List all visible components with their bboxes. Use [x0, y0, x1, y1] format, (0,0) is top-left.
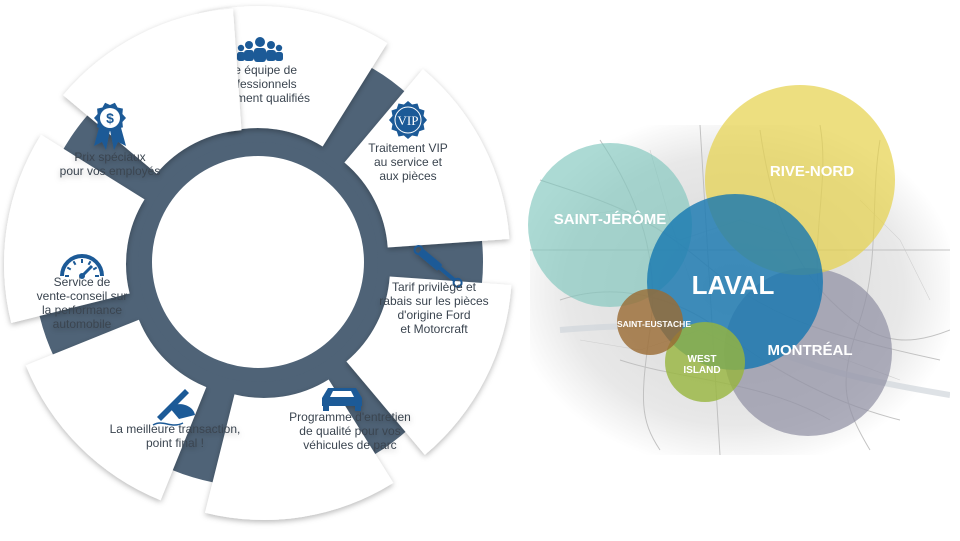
segment-card: [344, 69, 510, 248]
segment-label-line: Une équipe de: [219, 63, 297, 77]
segment-label-line: la performance: [42, 303, 122, 317]
wheel-hub: [138, 142, 378, 382]
signing-hand-icon: [152, 389, 195, 426]
segment-label-line: Programme d'entretien: [289, 410, 411, 424]
segment-card: [4, 134, 145, 324]
segment-label-line: pour vos employés: [60, 164, 161, 178]
segment-label: La meilleure transaction,point final !: [110, 422, 241, 450]
segment-label-line: La meilleure transaction,: [110, 422, 241, 436]
segment-card: [25, 319, 207, 501]
region-bubble: [617, 289, 683, 355]
svg-text:$: $: [106, 110, 114, 126]
segment-label-line: de qualité pour vos: [299, 424, 400, 438]
segment-card: [198, 6, 388, 147]
region-label: LAVAL: [692, 270, 775, 300]
segment-label-line: rabais sur les pièces: [379, 294, 488, 308]
wheel-segment: La meilleure transaction,point final !: [25, 319, 241, 501]
segment-label-line: professionnels: [219, 77, 296, 91]
car-icon: [322, 388, 362, 411]
region-label: RIVE-NORD: [770, 163, 854, 180]
shock-absorber-icon: [413, 245, 463, 288]
segment-card: [204, 379, 394, 520]
region-bubble: [665, 322, 745, 402]
segment-label-line: et Motorcraft: [400, 322, 468, 336]
svg-text:VIP: VIP: [398, 113, 419, 128]
segment-label-line: Service de: [54, 275, 111, 289]
segment-label-line: au service et: [374, 155, 443, 169]
segment-label-line: Prix spéciaux: [74, 150, 145, 164]
segment-label-line: Traitement VIP: [368, 141, 448, 155]
region-bubbles: [528, 85, 895, 436]
region-labels: SAINT-JÉRÔME RIVE-NORD LAVAL MONTRÉAL SAINT-…: [554, 163, 855, 376]
segment-label-line: véhicules de parc: [303, 438, 396, 452]
speedometer-icon: [60, 254, 104, 279]
region-label: SAINT-JÉRÔME: [554, 210, 667, 228]
segment-label-line: vente-conseil sur: [37, 289, 128, 303]
segment-label-line: point final !: [146, 436, 204, 450]
team-icon: [237, 37, 283, 62]
segment-label-line: automobile: [53, 317, 112, 331]
award-ribbon-icon: $: [94, 102, 126, 150]
segment-card: [346, 276, 512, 455]
region-label: SAINT-EUSTACHE: [617, 319, 691, 329]
segment-label-line: d'origine Ford: [398, 308, 471, 322]
segment-label-line: Tarif privilège et: [392, 280, 477, 294]
region-label: MONTRÉAL: [768, 342, 853, 359]
vip-badge-icon: VIP: [389, 101, 427, 139]
region-map: SAINT-JÉRÔME RIVE-NORD LAVAL MONTRÉAL SAINT-…: [528, 85, 950, 455]
segment-label-line: aux pièces: [379, 169, 436, 183]
